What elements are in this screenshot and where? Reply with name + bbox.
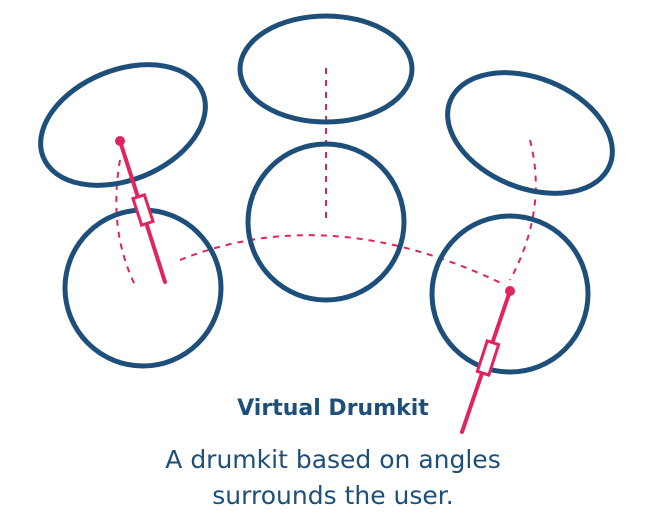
drumstick-right-tip: [505, 286, 515, 296]
drumstick-right: [460, 286, 515, 434]
caption-title: Virtual Drumkit: [237, 396, 429, 421]
drumstick-left: [115, 136, 167, 284]
drum-right: [429, 213, 591, 375]
drum-left: [62, 207, 224, 369]
left-angle-guide: [115, 159, 136, 286]
cymbal-top: [237, 13, 415, 125]
drumstick-right-grip: [475, 339, 501, 377]
angle-arc-guide: [179, 234, 506, 286]
drum-center: [245, 141, 407, 303]
drumstick-left-tip: [115, 136, 125, 146]
drumstick-left-grip: [131, 192, 155, 228]
cymbal-left: [38, 62, 208, 188]
caption-subtitle: A drumkit based on angles surrounds the …: [0, 442, 666, 514]
caption-subtitle-line2: surrounds the user.: [212, 481, 454, 510]
right-angle-guide: [509, 139, 537, 281]
caption-subtitle-line1: A drumkit based on angles: [165, 445, 501, 474]
cymbal-right: [445, 70, 615, 196]
